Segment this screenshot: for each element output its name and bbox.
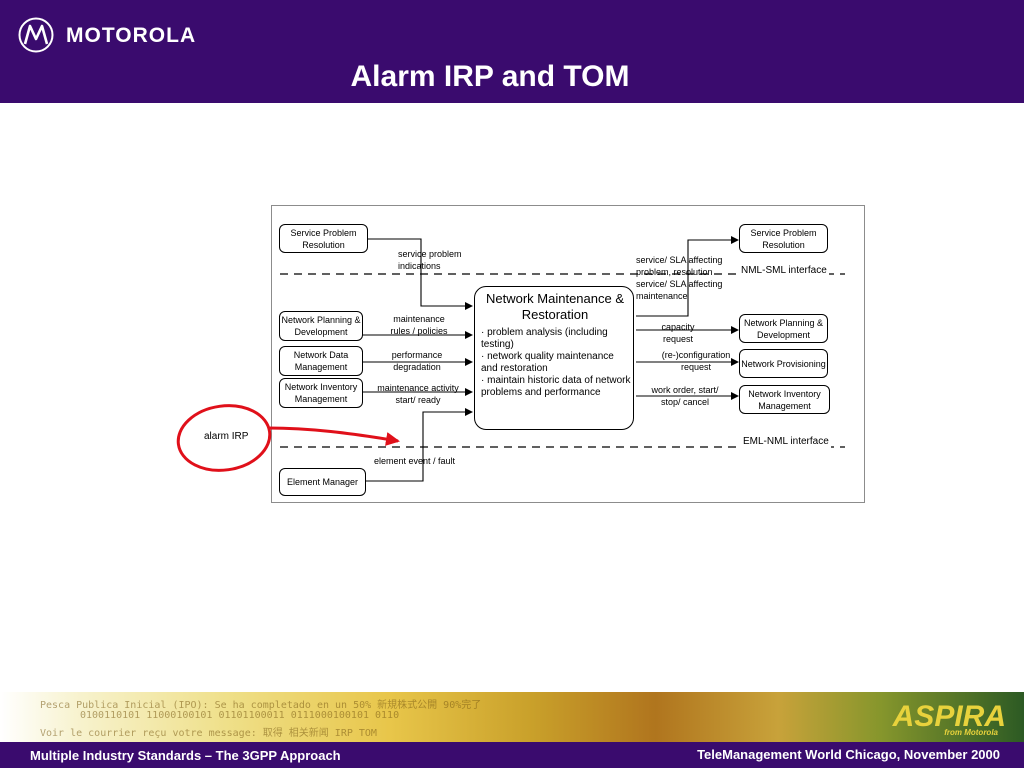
alarm-irp-callout-circle: [176, 404, 272, 472]
nmr-title: Network Maintenance & Restoration: [485, 291, 624, 322]
left-network-data-management-box: Network Data Management: [279, 346, 363, 376]
footer-bar: Multiple Industry Standards – The 3GPP A…: [0, 742, 1024, 768]
banner-text-line: Pesca Publica Inicial (IPO): Se ha compl…: [40, 700, 482, 711]
decorative-banner: Pesca Publica Inicial (IPO): Se ha compl…: [0, 692, 1024, 742]
performance-degradation-label: performance degradation: [391, 350, 443, 372]
header-bar: MOTOROLA Alarm IRP and TOM: [0, 0, 1024, 103]
service-problem-flow: [368, 238, 473, 310]
banner-text-line: 0100110101 11000100101 01101100011 01110…: [80, 710, 400, 721]
left-network-planning-box: Network Planning & Development: [279, 311, 363, 341]
nmr-item: · network quality maintenance and restor…: [481, 351, 614, 374]
nmr-item: · maintain historic data of network prob…: [481, 375, 631, 398]
network-maintenance-restoration-box: Network Maintenance & Restoration · prob…: [474, 286, 634, 430]
element-manager-box: Element Manager: [279, 468, 366, 496]
banner-text-line: Voir le courrier reçu votre message: 取得 …: [40, 728, 377, 739]
element-event-flow: [365, 408, 473, 482]
brand-name: MOTOROLA: [66, 24, 197, 47]
service-problem-indications-label: service problem indications: [398, 249, 462, 271]
left-service-problem-resolution-box: Service Problem Resolution: [279, 224, 368, 253]
right-network-inventory-box: Network Inventory Management: [739, 385, 830, 414]
nml-sml-interface-label: NML-SML interface: [739, 265, 829, 277]
alarm-irp-callout-arrow: [267, 426, 400, 446]
alarm-irp-label: alarm IRP: [204, 431, 249, 442]
capacity-request-label: capacity request: [661, 322, 695, 344]
maintenance-rules-label: maintenance rules / policies: [390, 314, 448, 336]
reconfiguration-request-label: (re-)configuration request: [661, 350, 731, 372]
footer-right-text: TeleManagement World Chicago, November 2…: [697, 747, 1000, 762]
nmr-item: · problem analysis (including testing): [481, 327, 608, 350]
network-provisioning-box: Network Provisioning: [739, 349, 828, 378]
nmr-function-list: · problem analysis (including testing) ·…: [481, 327, 633, 399]
right-network-planning-box: Network Planning & Development: [739, 314, 828, 343]
service-sla-label: service/ SLA affecting problem, resoluti…: [636, 255, 723, 301]
footer-left-text: Multiple Industry Standards – The 3GPP A…: [30, 748, 341, 763]
motorola-batwing-icon: [18, 17, 54, 53]
work-order-label: work order, start/ stop/ cancel: [651, 385, 719, 407]
aspira-logo-subtitle: from Motorola: [944, 728, 998, 737]
left-network-inventory-box: Network Inventory Management: [279, 378, 363, 408]
eml-nml-interface-label: EML-NML interface: [741, 436, 831, 448]
right-service-problem-resolution-box: Service Problem Resolution: [739, 224, 828, 253]
element-event-label: element event / fault: [374, 456, 456, 466]
service-sla-flow: [636, 236, 739, 317]
aspira-logo: ASPIRA: [892, 700, 1006, 733]
maintenance-activity-label: maintenance activity start/ ready: [377, 383, 459, 405]
slide-title: Alarm IRP and TOM: [350, 60, 630, 93]
